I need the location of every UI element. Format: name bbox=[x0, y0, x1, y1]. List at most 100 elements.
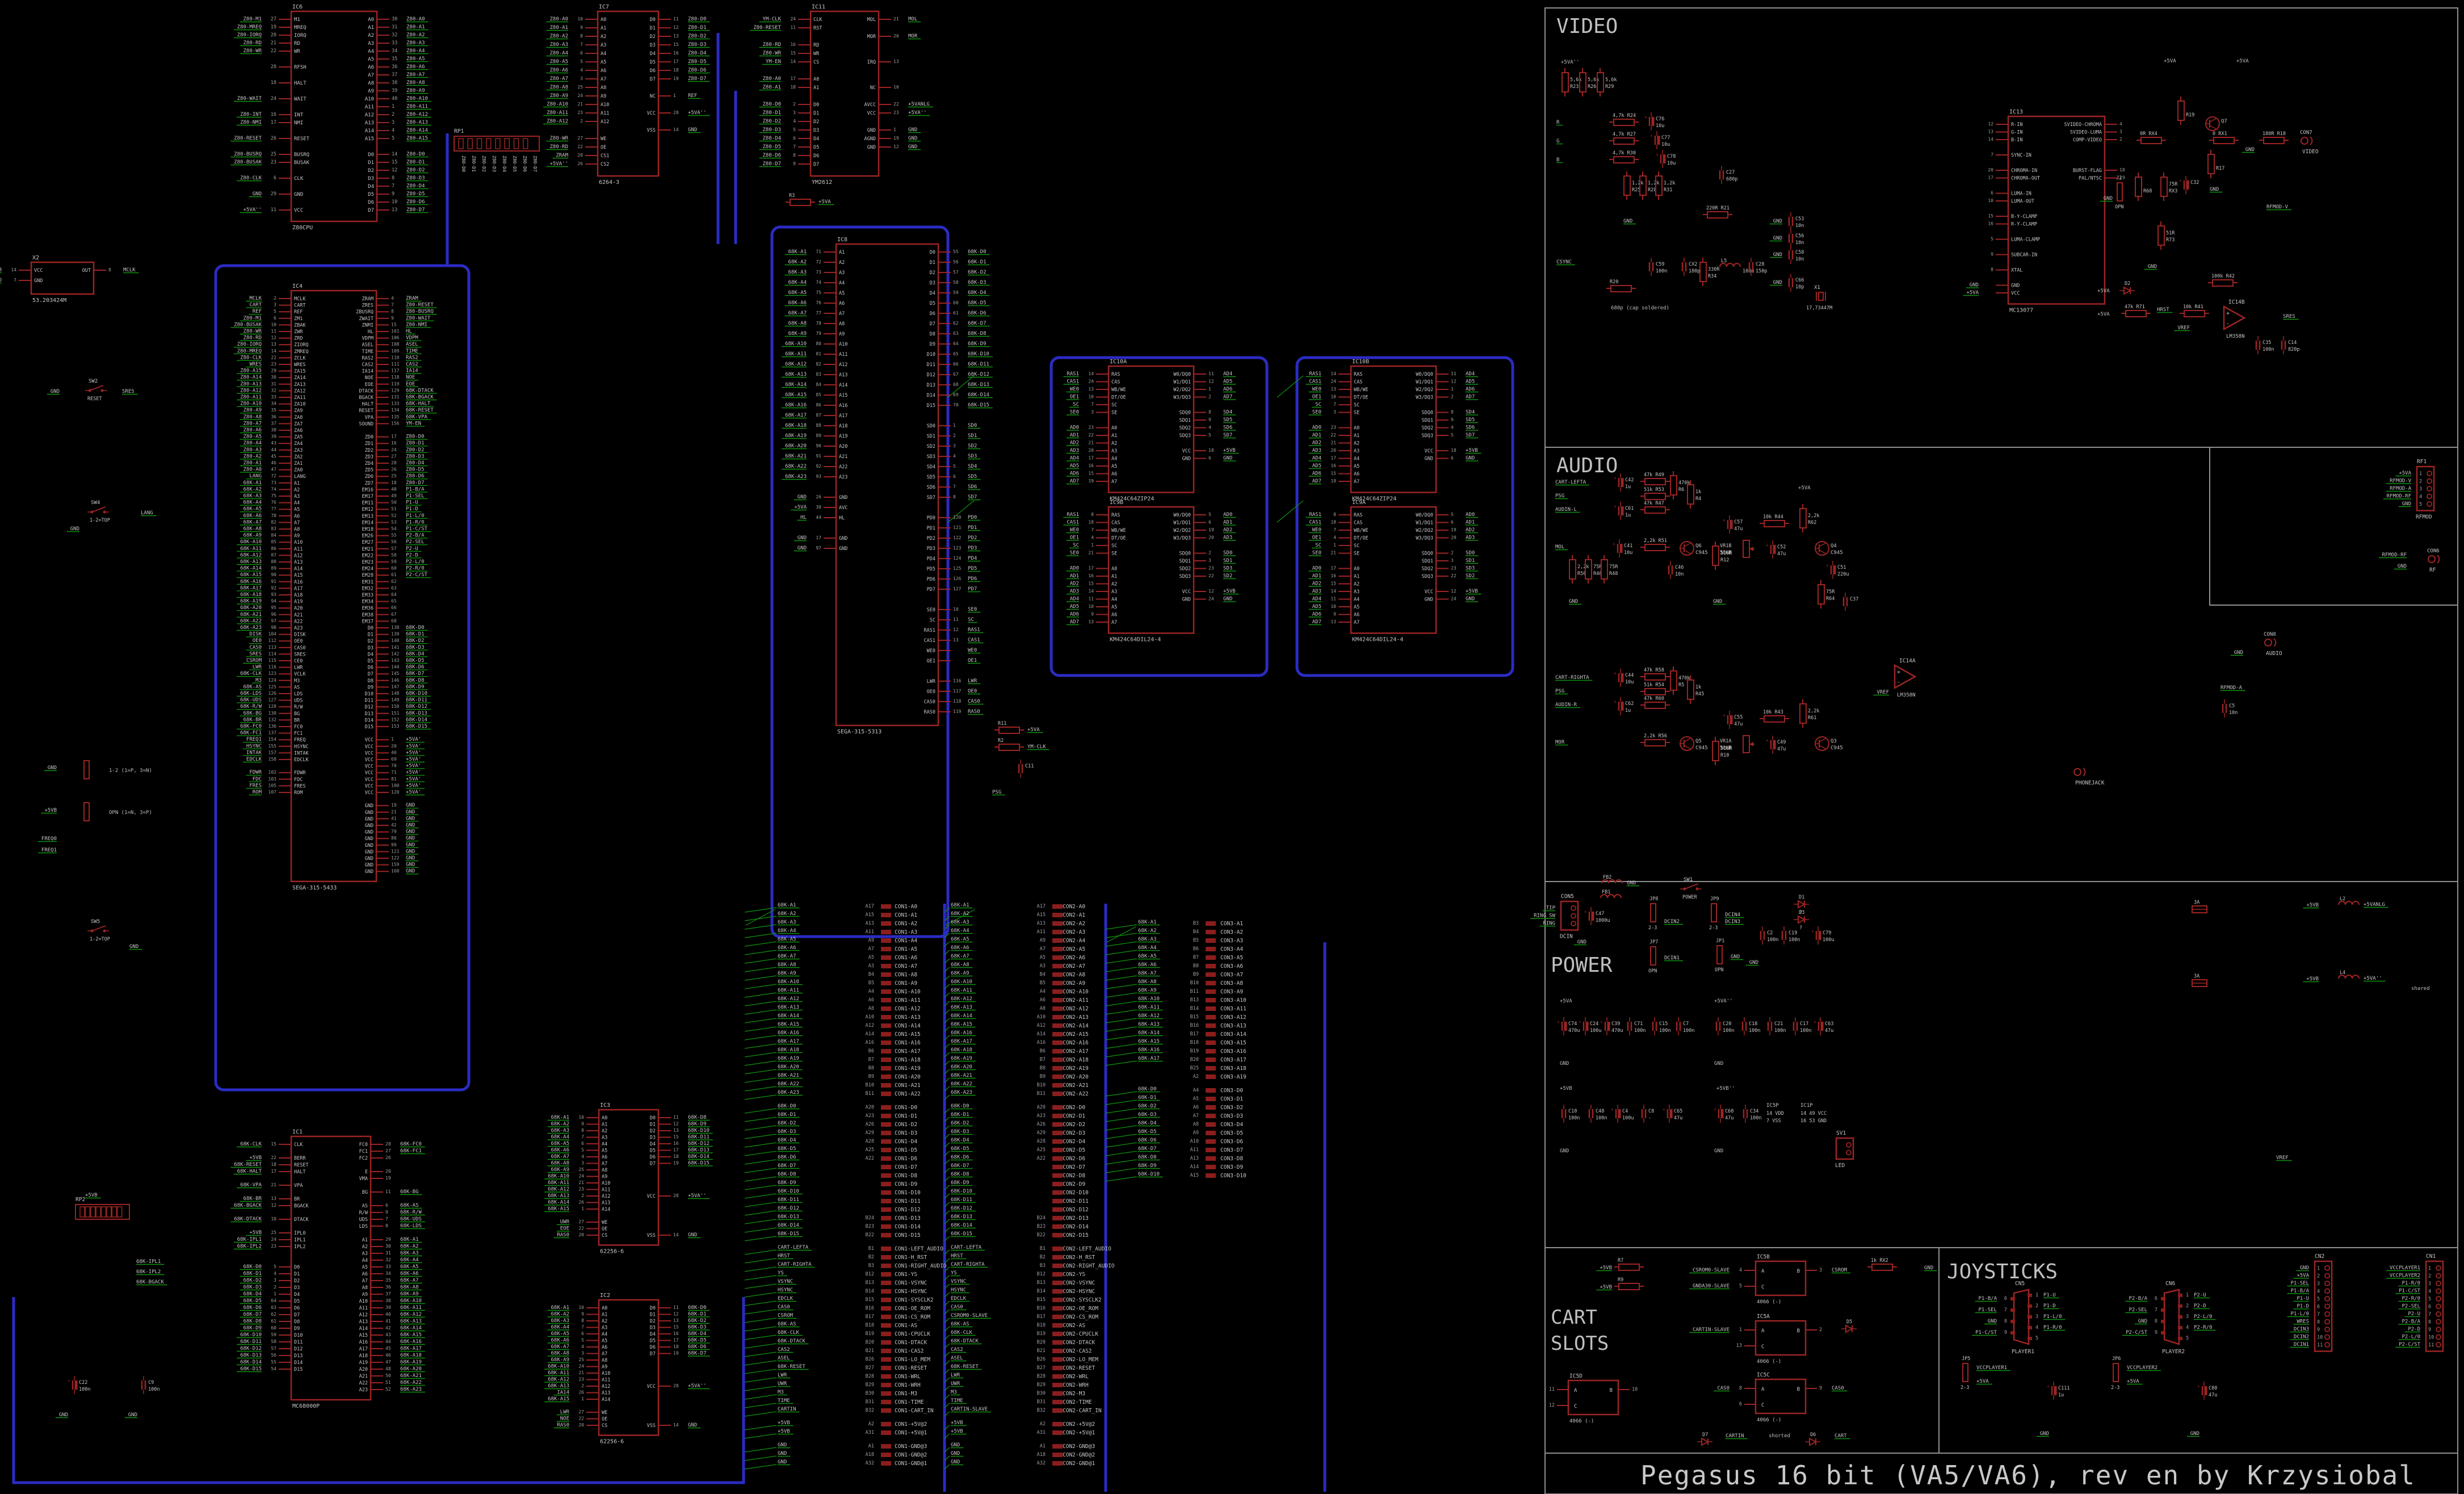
pad[interactable] bbox=[1206, 1148, 1216, 1152]
pad[interactable] bbox=[881, 1366, 891, 1370]
pad[interactable] bbox=[1052, 947, 1063, 951]
pad[interactable] bbox=[1052, 1148, 1063, 1152]
pad[interactable] bbox=[1052, 1015, 1063, 1019]
resistor-R73[interactable] bbox=[2157, 225, 2165, 246]
pad[interactable] bbox=[1571, 921, 1576, 926]
pad[interactable] bbox=[881, 1233, 891, 1237]
pad[interactable] bbox=[881, 913, 891, 917]
pad[interactable] bbox=[881, 1049, 891, 1054]
pad[interactable] bbox=[1206, 955, 1216, 960]
pad[interactable] bbox=[1052, 1323, 1063, 1328]
pad[interactable] bbox=[1052, 1173, 1063, 1178]
pad[interactable] bbox=[2010, 1297, 2015, 1300]
pad[interactable] bbox=[1052, 1453, 1063, 1457]
ic-IC13[interactable] bbox=[2007, 115, 2106, 305]
pad[interactable] bbox=[2010, 1331, 2015, 1334]
pad[interactable] bbox=[1052, 1114, 1063, 1118]
pad[interactable] bbox=[1206, 1139, 1216, 1144]
pad[interactable] bbox=[881, 1323, 891, 1328]
resistor-R56[interactable] bbox=[1644, 739, 1666, 746]
pad[interactable] bbox=[1052, 1408, 1063, 1413]
pad[interactable] bbox=[881, 1066, 891, 1071]
pad[interactable] bbox=[881, 1340, 891, 1345]
pad[interactable] bbox=[881, 1023, 891, 1028]
pad[interactable] bbox=[2324, 1265, 2330, 1271]
pad[interactable] bbox=[1052, 1224, 1063, 1229]
ic-X2[interactable] bbox=[30, 261, 95, 295]
pad[interactable] bbox=[881, 998, 891, 1002]
pad[interactable] bbox=[2436, 1273, 2441, 1279]
pad[interactable] bbox=[1052, 1083, 1063, 1088]
pad[interactable] bbox=[881, 921, 891, 926]
opamp-IC14A[interactable] bbox=[1894, 664, 1917, 690]
jumper-JP8[interactable] bbox=[1650, 903, 1656, 922]
pad[interactable] bbox=[881, 1092, 891, 1096]
resistor-R41[interactable] bbox=[2184, 310, 2205, 317]
pad[interactable] bbox=[2178, 1315, 2182, 1319]
pad[interactable] bbox=[1206, 1122, 1216, 1127]
pad[interactable] bbox=[1052, 1391, 1063, 1396]
resistor-R45[interactable] bbox=[1687, 679, 1694, 700]
db9-CN6[interactable] bbox=[2163, 1289, 2180, 1345]
pad[interactable] bbox=[881, 1139, 891, 1144]
resistor-R25[interactable] bbox=[1623, 175, 1631, 196]
resistor-R60[interactable] bbox=[1644, 702, 1666, 709]
pad[interactable] bbox=[1206, 964, 1216, 968]
pad[interactable] bbox=[1052, 1131, 1063, 1135]
pad[interactable] bbox=[881, 964, 891, 968]
resistor-R42[interactable] bbox=[2212, 279, 2234, 287]
pad[interactable] bbox=[1206, 1075, 1216, 1079]
pad[interactable] bbox=[881, 1114, 891, 1118]
pad[interactable] bbox=[2436, 1319, 2441, 1325]
pad[interactable] bbox=[1052, 989, 1063, 994]
resistor-R43[interactable] bbox=[1764, 715, 1785, 723]
pad[interactable] bbox=[1052, 1306, 1063, 1311]
resistor-RX2[interactable] bbox=[1871, 1264, 1893, 1271]
pad[interactable] bbox=[1052, 1255, 1063, 1260]
pad[interactable] bbox=[881, 989, 891, 994]
pad[interactable] bbox=[2324, 1281, 2330, 1286]
pad[interactable] bbox=[881, 1400, 891, 1404]
pad[interactable] bbox=[1052, 964, 1063, 968]
gate-IC5D[interactable] bbox=[1567, 1379, 1619, 1416]
pad[interactable] bbox=[881, 1190, 891, 1195]
resistor-R3[interactable] bbox=[790, 199, 811, 206]
pad[interactable] bbox=[1052, 1049, 1063, 1054]
ic-IC6[interactable] bbox=[290, 10, 378, 223]
pad[interactable] bbox=[1052, 1156, 1063, 1161]
resistor-R7[interactable] bbox=[1618, 1264, 1640, 1271]
resistor-R62[interactable] bbox=[1799, 508, 1807, 528]
pad[interactable] bbox=[2010, 1308, 2015, 1312]
resistor-R20[interactable] bbox=[1610, 285, 1632, 292]
resistor-R11[interactable] bbox=[998, 727, 1020, 734]
jumper-JP5[interactable] bbox=[1962, 1363, 1968, 1382]
pad[interactable] bbox=[1052, 1233, 1063, 1237]
gate-IC5B[interactable] bbox=[1754, 1260, 1807, 1296]
pad[interactable] bbox=[1206, 1015, 1216, 1019]
pad[interactable] bbox=[881, 1122, 891, 1127]
diode-D2[interactable] bbox=[2123, 286, 2132, 295]
resistor-R21[interactable] bbox=[1707, 211, 1728, 219]
pad[interactable] bbox=[1052, 981, 1063, 985]
ic-IC3[interactable] bbox=[598, 1109, 660, 1246]
resistor-R24[interactable] bbox=[1613, 119, 1635, 126]
pad[interactable] bbox=[2324, 1327, 2330, 1332]
pad[interactable] bbox=[2161, 1297, 2165, 1300]
pad[interactable] bbox=[2324, 1334, 2330, 1340]
resistor-R5[interactable] bbox=[1670, 670, 1677, 691]
pad[interactable] bbox=[1052, 1289, 1063, 1294]
pad[interactable] bbox=[2161, 1320, 2165, 1323]
pad[interactable] bbox=[881, 1207, 891, 1212]
pad[interactable] bbox=[2178, 1326, 2182, 1329]
pad[interactable] bbox=[881, 1315, 891, 1319]
jack-CON7[interactable] bbox=[2301, 137, 2308, 145]
pad[interactable] bbox=[2427, 486, 2432, 492]
pad[interactable] bbox=[1206, 989, 1216, 994]
pad[interactable] bbox=[1052, 1190, 1063, 1195]
pad[interactable] bbox=[1206, 1066, 1216, 1071]
ic-IC10A[interactable] bbox=[1107, 365, 1195, 493]
pad[interactable] bbox=[881, 1165, 891, 1169]
resistor-R19[interactable] bbox=[2177, 100, 2185, 121]
pad[interactable] bbox=[881, 1430, 891, 1435]
pad[interactable] bbox=[881, 1015, 891, 1019]
